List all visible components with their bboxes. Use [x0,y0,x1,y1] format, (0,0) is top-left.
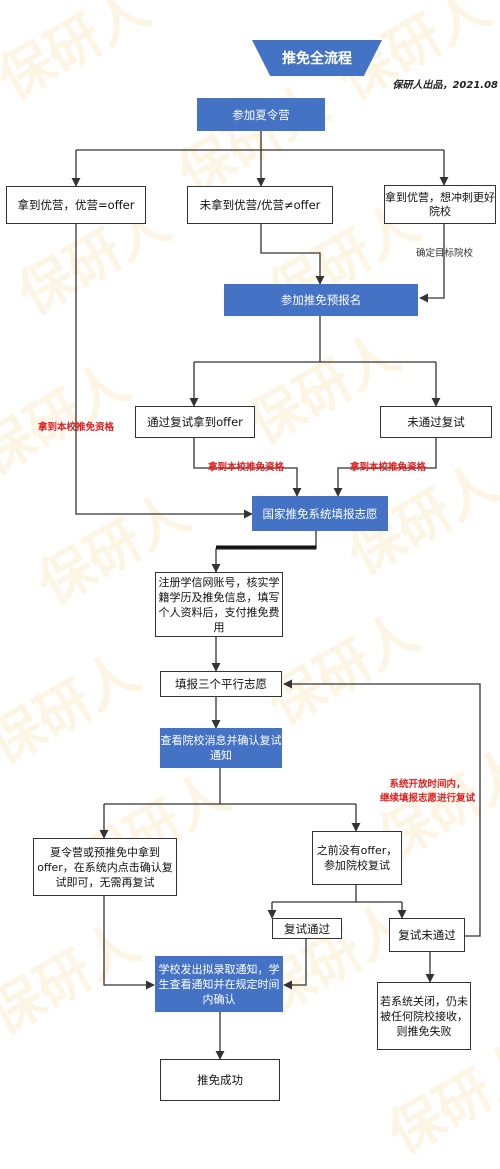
label-own-school-mid: 拿到本校推免资格 [208,462,285,473]
node-check-notice: 查看院校消息并确认复试通知 [160,728,282,768]
arrow-to-register [211,548,316,573]
node-national-system: 国家推免系统填报志愿 [252,496,388,531]
node-closed-fail: 若系统关闭，仍未被任何院校接收，则推免失败 [377,982,471,1050]
node-retest-fail: 复试未通过 [389,918,465,952]
arrow-confirm-to-admission [103,896,155,990]
node-pre-registration: 参加推免预报名 [224,284,418,316]
node-fail-retest: 未通过复试 [380,406,492,438]
arrow-fail-to-national [333,438,437,497]
node-fill-three-choices: 填报三个平行志愿 [160,671,282,697]
node-camp-offer: 拿到优营，优营=offer [6,186,146,224]
arrow-pass-to-national [193,438,302,497]
arrow-retest-pass-to-admission [283,939,307,990]
node-retest-pass: 复试通过 [272,918,342,939]
label-own-school-right: 拿到本校推免资格 [350,462,427,473]
flow-connectors [71,131,481,1060]
node-admission-notice: 学校发出拟录取通知，学生查看通知并在规定时间内确认 [155,956,283,1012]
node-camp-offer-better: 拿到优营，想冲刺更好院校 [384,185,496,224]
arrow-better-to-prereg [419,224,445,303]
node-confirm-offer: 夏令营或预推免中拿到offer，在系统内点击确认复试即可，无需再复试 [33,838,177,896]
label-loop-note: 系统开放时间内， 继续填报志愿进行复试 [380,779,476,804]
node-register: 注册学信网账号，核实学籍学历及推免信息，填写个人资料后，支付推免费用 [155,572,283,637]
node-pass-retest: 通过复试拿到offer [135,406,255,438]
label-own-school-left: 拿到本校推免资格 [38,422,115,433]
node-summer-camp: 参加夏令营 [197,98,325,131]
label-target-school: 确定目标院校 [416,248,474,259]
arrow-no-offer-to-prereg [260,224,325,285]
title-banner: 推免全流程 [252,40,382,76]
credit-text: 保研人出品，2021.08 [392,80,498,91]
loop-retest-fail-to-fill [283,679,481,937]
node-camp-no-offer: 未拿到优营/优营≠offer [187,186,333,224]
arrow-offer-to-national [75,224,253,519]
node-success: 推免成功 [160,1059,280,1101]
node-no-offer-retest: 之前没有offer，参加院校复试 [312,831,402,885]
